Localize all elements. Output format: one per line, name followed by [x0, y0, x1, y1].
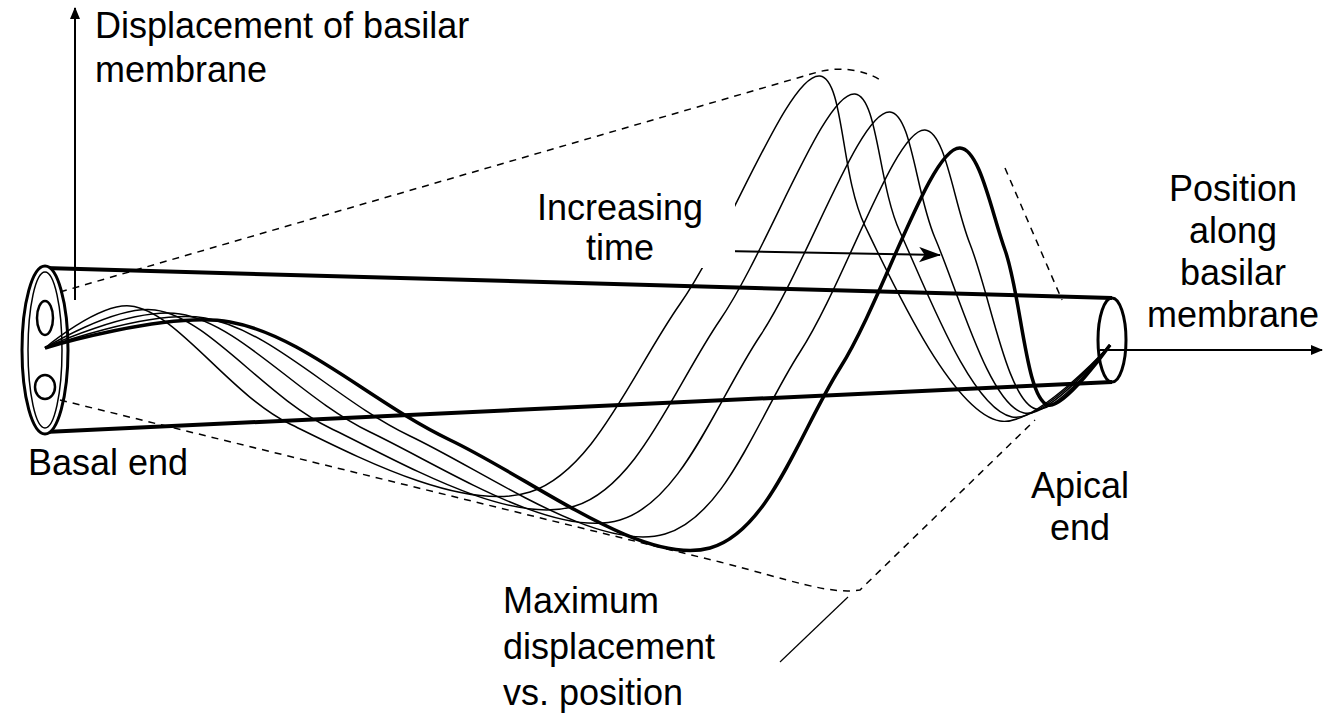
envelope-upper: [60, 69, 880, 292]
end-label: Basal end: [28, 442, 268, 484]
axis-label: Position along basilar membrane: [1140, 168, 1326, 336]
wave-curve: [45, 94, 1110, 510]
end-label: Apical end: [1020, 465, 1140, 549]
wave-curve: [45, 148, 1110, 551]
tube-bottom-edge: [45, 382, 1112, 432]
wave-curve: [45, 130, 1110, 537]
round-window: [35, 375, 55, 399]
apical-end-ellipse: [1098, 298, 1126, 382]
basal-end-rim: [28, 272, 62, 428]
arrow-label: Increasing time: [505, 188, 735, 268]
displacement-axis: [74, 8, 76, 300]
leader-line: [780, 597, 848, 662]
traveling-waves: [45, 76, 1110, 551]
oval-window: [37, 301, 53, 335]
position-axis: [1100, 349, 1322, 351]
axis-label: Displacement of basilar membrane: [95, 4, 495, 92]
callout-label: Maximum displacement vs. position: [503, 578, 768, 716]
wave-curve: [45, 76, 1110, 497]
